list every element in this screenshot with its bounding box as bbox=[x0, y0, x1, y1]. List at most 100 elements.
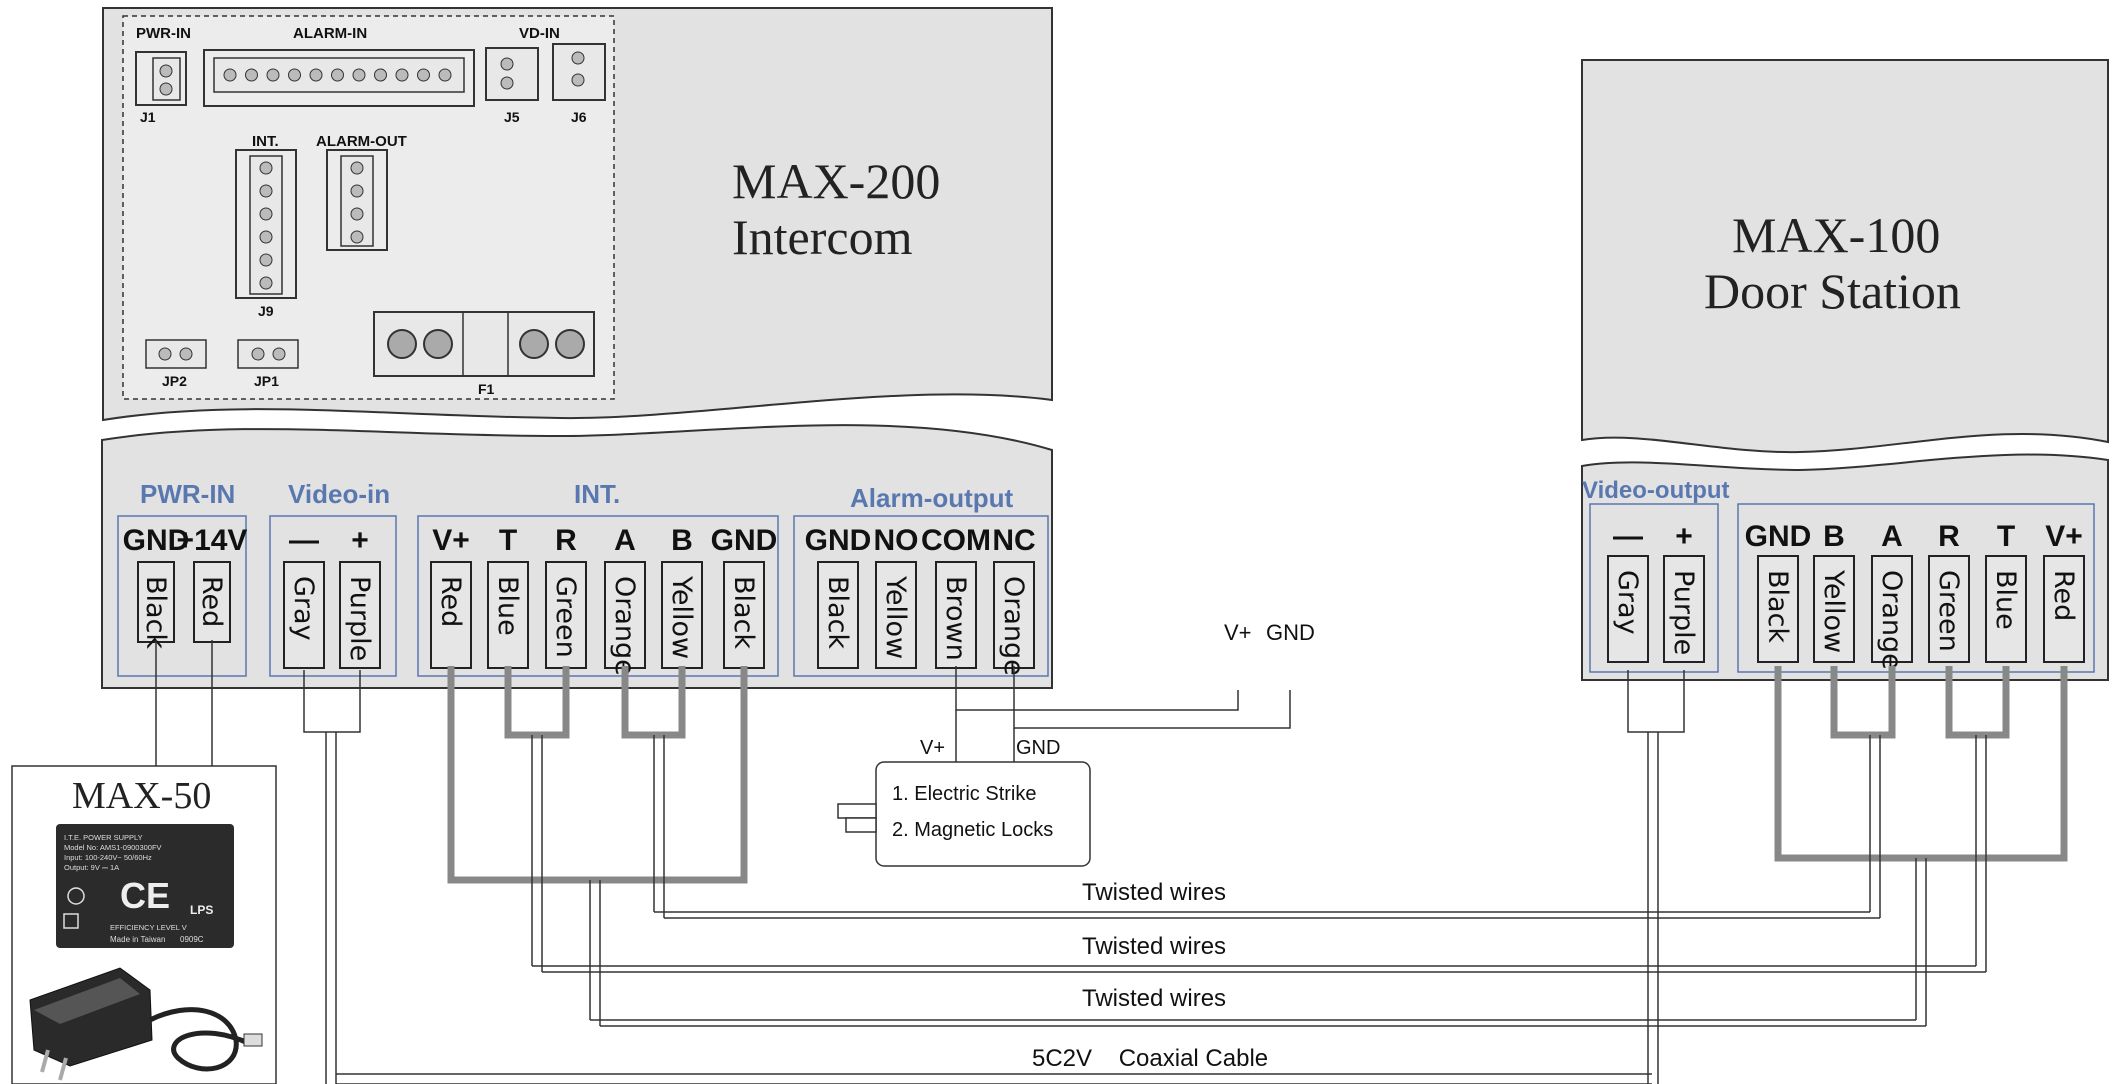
max200-int-wire-box bbox=[487, 561, 529, 669]
power-vplus-label: V+ bbox=[1224, 620, 1252, 645]
max200-int-terminal-label: V+ bbox=[432, 524, 470, 557]
max100-int-wire-box bbox=[1871, 555, 1913, 663]
max200-alarm-terminal-label: COM bbox=[921, 524, 991, 557]
max100-int-wire-color: Red bbox=[2048, 570, 2079, 621]
connector-j6 bbox=[552, 43, 606, 101]
svg-text:I.T.E. POWER SUPPLY: I.T.E. POWER SUPPLY bbox=[64, 833, 143, 842]
section-title-pwr-in: PWR-IN bbox=[140, 479, 235, 509]
max200-video-wire-color: Purple bbox=[344, 576, 375, 661]
psu-label-plate: I.T.E. POWER SUPPLY Model No: AMS1-09003… bbox=[56, 824, 234, 948]
max200-int-terminal-label: R bbox=[555, 524, 577, 557]
board-label-jp2: JP2 bbox=[162, 373, 187, 389]
lock-item-1: 1. Electric Strike bbox=[892, 783, 1036, 805]
connector-j1 bbox=[135, 51, 187, 106]
section-title-alarm-output: Alarm-output bbox=[850, 483, 1014, 513]
board-label-int: INT. bbox=[252, 133, 279, 150]
connector-j9 bbox=[235, 149, 297, 299]
board-label-vd-in: VD-IN bbox=[519, 25, 560, 42]
jumper-jp2 bbox=[145, 339, 207, 369]
board-label-j1: J1 bbox=[140, 109, 156, 125]
wiring bbox=[155, 640, 2068, 1084]
max100-int-wire-color: Yellow bbox=[1818, 569, 1849, 653]
max100-int-wire-color: Black bbox=[1762, 570, 1793, 643]
max200-pwr-terminal-label: +14V bbox=[177, 524, 248, 557]
max100-video-terminal-label: — bbox=[1613, 520, 1643, 553]
max50-title: MAX-50 bbox=[72, 775, 211, 817]
connector-j5 bbox=[485, 47, 539, 101]
cable-label-twisted-2: Twisted wires bbox=[1082, 933, 1226, 960]
max100-int-terminal-label: B bbox=[1823, 520, 1845, 553]
max200-video-wire-box bbox=[283, 561, 325, 669]
svg-text:Output: 9V ⎓ 1A: Output: 9V ⎓ 1A bbox=[64, 863, 119, 872]
max100-int-wire-box bbox=[1928, 555, 1970, 663]
svg-text:CE: CE bbox=[120, 875, 170, 916]
max200-int-wire-box bbox=[723, 561, 765, 669]
max200-title-line1: MAX-200 bbox=[732, 153, 940, 209]
cable-label-coax: 5C2V Coaxial Cable bbox=[1032, 1045, 1268, 1072]
max200-pwr-terminal-label: GND bbox=[123, 524, 190, 557]
board-label-alarm-out: ALARM-OUT bbox=[316, 133, 407, 150]
max100-int-wire-box bbox=[1757, 555, 1799, 663]
max200-video-terminal-label: — bbox=[289, 524, 319, 557]
board-label-f1: F1 bbox=[478, 381, 495, 397]
max100-top-panel bbox=[1581, 59, 2109, 454]
power-gnd-label: GND bbox=[1266, 620, 1315, 645]
max100-int-wire-color: Orange bbox=[1876, 570, 1907, 670]
max100-int-wire-color: Blue bbox=[1990, 570, 2021, 630]
max100-video-wire-color: Gray bbox=[1612, 570, 1643, 635]
max200-int-wire-color: Green bbox=[550, 576, 581, 658]
max100-title-line2: Door Station bbox=[1704, 263, 1961, 319]
max100-int-terminal-label: T bbox=[1997, 520, 2015, 553]
max100-video-terminal-label: + bbox=[1675, 520, 1693, 553]
board-label-jp1: JP1 bbox=[254, 373, 279, 389]
fuse-f1 bbox=[373, 311, 595, 377]
section-title-int: INT. bbox=[574, 479, 620, 509]
svg-text:Made in Taiwan: Made in Taiwan bbox=[110, 935, 165, 944]
cable-label-twisted-3: Twisted wires bbox=[1082, 985, 1226, 1012]
svg-text:Model No: AMS1-0900300FV: Model No: AMS1-0900300FV bbox=[64, 843, 162, 852]
cable-label-twisted-1: Twisted wires bbox=[1082, 879, 1226, 906]
max100-int-wire-box bbox=[2043, 555, 2085, 663]
max100-int-terminal-label: A bbox=[1881, 520, 1903, 553]
video-output-group bbox=[1589, 503, 1719, 673]
max100-video-wire-box bbox=[1607, 555, 1649, 663]
video-in-group bbox=[269, 515, 397, 677]
max200-video-terminal-label: + bbox=[351, 524, 369, 557]
max100-int-terminal-label: GND bbox=[1745, 520, 1812, 553]
max200-alarm-terminal-label: GND bbox=[805, 524, 872, 557]
board-label-alarm-in: ALARM-IN bbox=[293, 25, 367, 42]
board-label-pwr-in: PWR-IN bbox=[136, 25, 191, 42]
door-int-group bbox=[1737, 503, 2095, 673]
max200-int-terminal-label: GND bbox=[711, 524, 778, 557]
max200-pwr-wire-color: Black bbox=[140, 576, 171, 649]
max200-int-wire-color: Red bbox=[435, 576, 466, 627]
section-title-video-in: Video-in bbox=[288, 479, 390, 509]
max100-int-wire-color: Green bbox=[1933, 570, 1964, 652]
max200-title-line2: Intercom bbox=[732, 209, 913, 265]
max200-alarm-terminal-label: NO bbox=[874, 524, 919, 557]
max200-int-wire-color: Orange bbox=[609, 576, 640, 676]
svg-text:LPS: LPS bbox=[190, 903, 213, 917]
max200-alarm-wire-color: Brown bbox=[940, 576, 971, 661]
lock-device bbox=[837, 761, 1091, 867]
max200-int-wire-box bbox=[430, 561, 472, 669]
max200-alarm-wire-color: Yellow bbox=[880, 575, 911, 659]
lock-gnd-label: GND bbox=[1016, 737, 1060, 759]
max200-alarm-wire-box bbox=[935, 561, 977, 669]
connector-alarm-in bbox=[203, 49, 475, 107]
svg-text:Input: 100-240V~ 50/60Hz: Input: 100-240V~ 50/60Hz bbox=[64, 853, 152, 862]
max200-alarm-wire-box bbox=[817, 561, 859, 669]
max200-int-wire-box bbox=[545, 561, 587, 669]
lock-vplus-label: V+ bbox=[920, 737, 945, 759]
board-label-j9: J9 bbox=[258, 303, 274, 319]
max200-video-wire-color: Gray bbox=[288, 576, 319, 641]
max200-pwr-wire-box bbox=[137, 561, 175, 643]
max200-int-terminal-label: A bbox=[614, 524, 636, 557]
max200-int-wire-color: Yellow bbox=[666, 575, 697, 659]
max100-int-wire-box bbox=[1813, 555, 1855, 663]
svg-text:0909C: 0909C bbox=[180, 935, 204, 944]
pwr-in-group bbox=[117, 515, 247, 677]
lock-item-2: 2. Magnetic Locks bbox=[892, 819, 1053, 841]
max200-alarm-wire-color: Orange bbox=[998, 576, 1029, 676]
